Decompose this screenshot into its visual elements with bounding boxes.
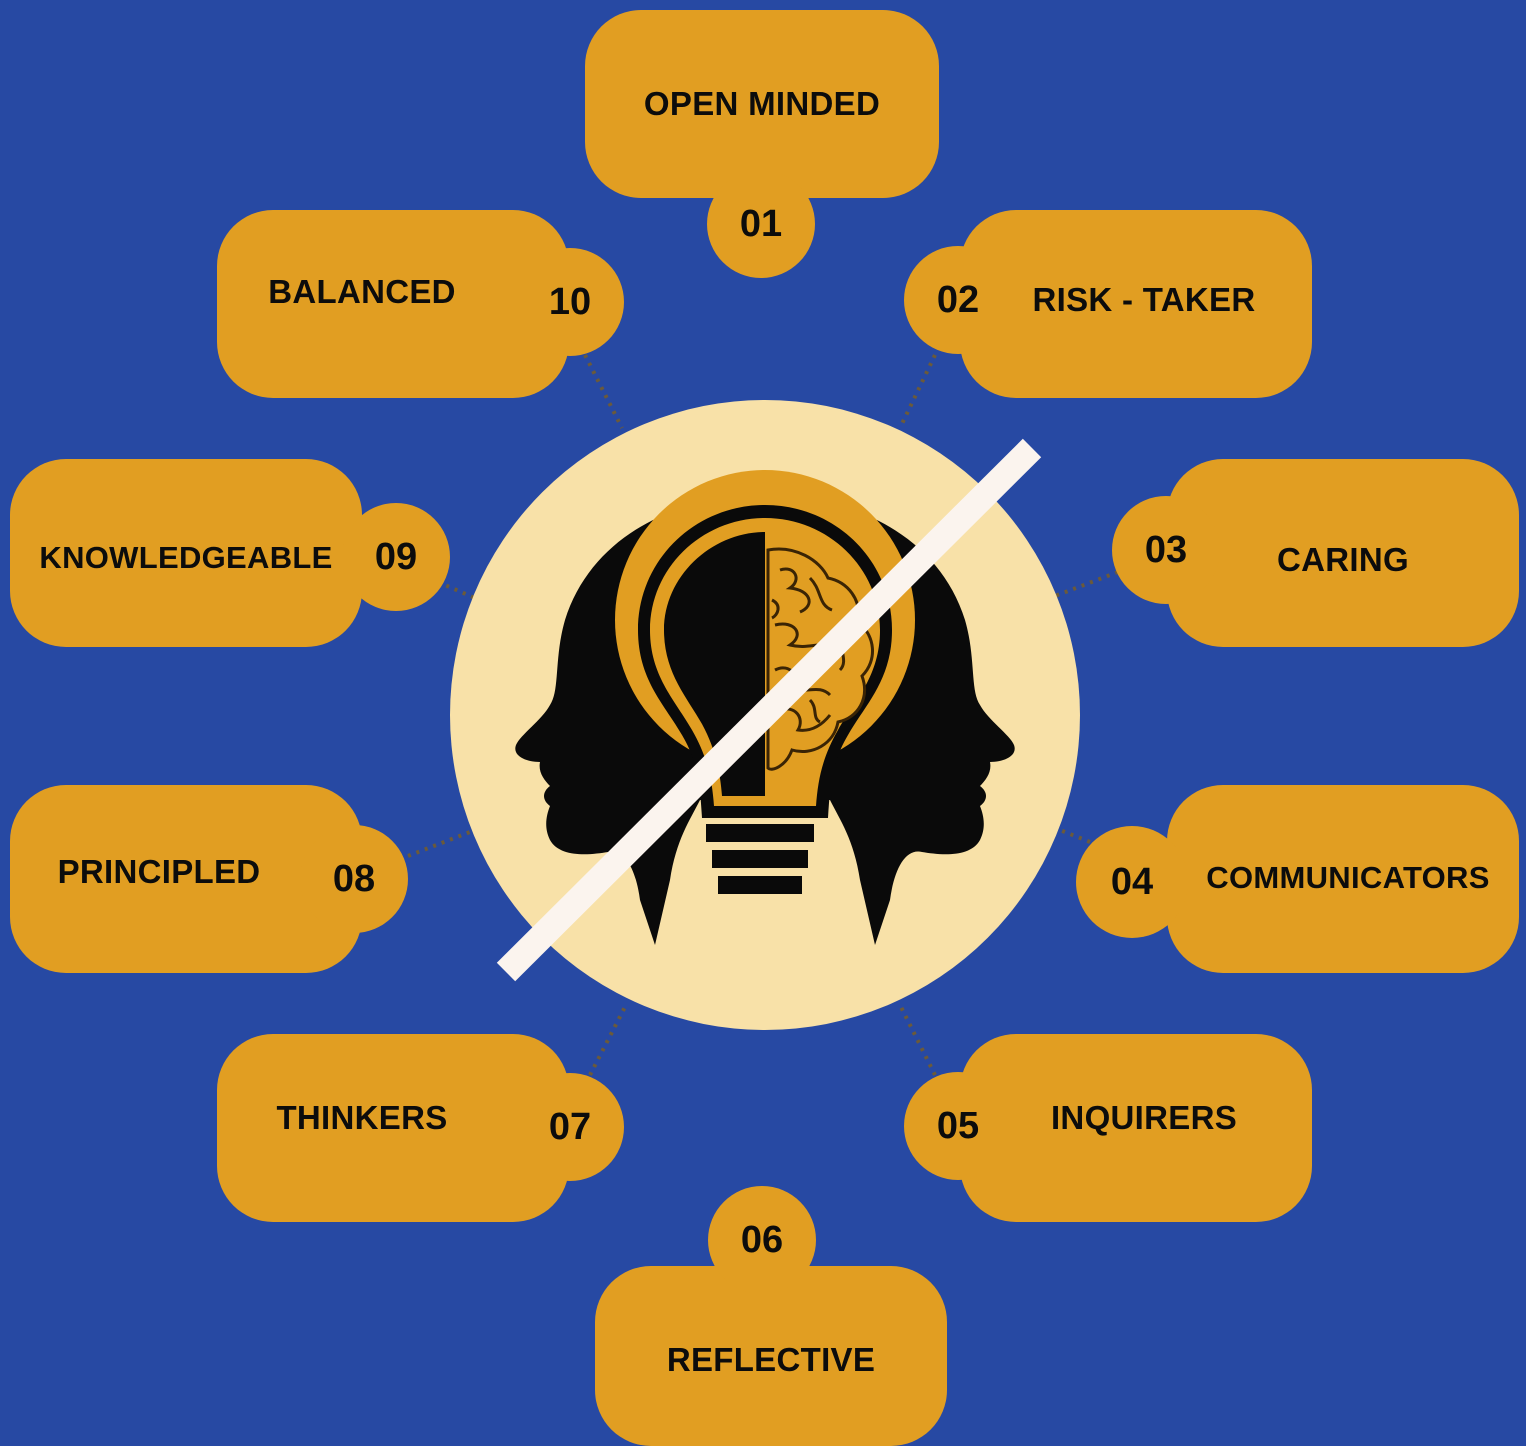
label-risk-taker: RISK - TAKER <box>1032 281 1256 318</box>
label-balanced: BALANCED <box>268 273 456 310</box>
badge-05: 05 <box>904 1072 1012 1180</box>
badge-07: 07 <box>516 1073 624 1181</box>
card-communicators <box>1167 785 1519 973</box>
connector-08 <box>407 830 471 858</box>
badge-08: 08 <box>300 825 408 933</box>
label-communicators: COMMUNICATORS <box>1206 860 1490 895</box>
card-caring <box>1167 459 1519 647</box>
card-risk-taker <box>960 210 1312 398</box>
label-caring: CARING <box>1277 541 1409 578</box>
badge-01: 01 <box>707 170 815 278</box>
card-balanced <box>217 210 569 398</box>
badge-02: 02 <box>904 246 1012 354</box>
badge-09: 09 <box>342 503 450 611</box>
badge-03: 03 <box>1112 496 1220 604</box>
card-open-minded <box>585 10 939 198</box>
connector-03 <box>1054 570 1119 598</box>
label-knowledgeable: KNOWLEDGEABLE <box>39 540 333 575</box>
label-principled: PRINCIPLED <box>57 853 261 890</box>
connector-05 <box>898 1004 937 1076</box>
badge-10: 10 <box>516 248 624 356</box>
connector-09 <box>437 580 476 600</box>
label-thinkers: THINKERS <box>276 1099 448 1136</box>
bulb-base <box>706 824 814 894</box>
diagonal-slash <box>496 438 1042 982</box>
card-inquirers <box>960 1034 1312 1222</box>
connector-07 <box>588 1004 628 1076</box>
card-reflective <box>595 1266 947 1446</box>
card-knowledgeable <box>10 459 362 647</box>
label-reflective: REFLECTIVE <box>666 1341 876 1378</box>
label-inquirers: INQUIRERS <box>1050 1099 1238 1136</box>
card-thinkers <box>217 1034 569 1222</box>
connector-04 <box>1054 826 1091 844</box>
label-open-minded: OPEN MINDED <box>643 85 881 122</box>
badge-04: 04 <box>1076 826 1188 938</box>
badge-06: 06 <box>708 1186 816 1294</box>
two-heads-lightbulb-brain-icon <box>450 400 1080 1030</box>
